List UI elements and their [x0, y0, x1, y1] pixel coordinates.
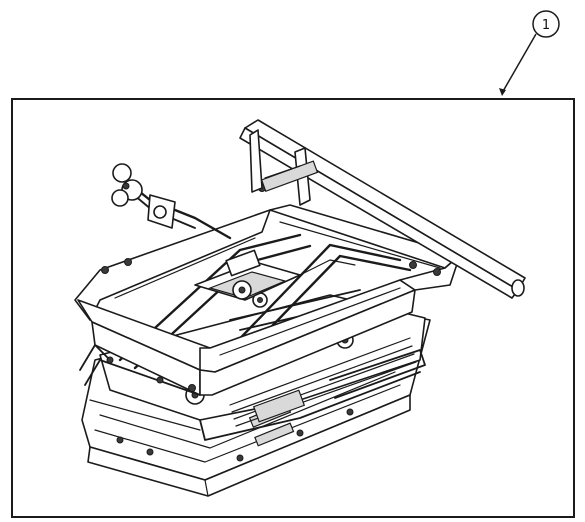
seat-suspension-assembly-icon[interactable] — [74, 119, 526, 497]
callout-arrowhead — [499, 88, 506, 96]
callout-1[interactable]: 1 — [499, 10, 560, 96]
adjustment-lever — [111, 163, 232, 240]
center-mechanism — [194, 249, 356, 301]
callout-number: 1 — [542, 18, 550, 33]
lower-side-rails — [79, 344, 426, 431]
assembly-frame — [11, 98, 575, 518]
callout-circle — [532, 10, 560, 38]
callout-leader-line — [501, 33, 537, 94]
slide-rail-bar — [239, 119, 526, 299]
